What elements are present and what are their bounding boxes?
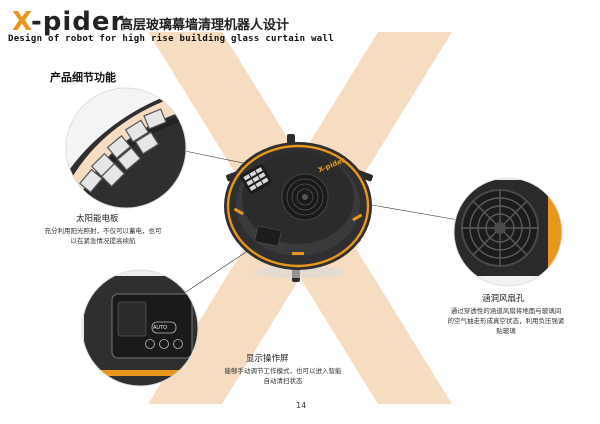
robot-fan — [281, 173, 329, 221]
robot-control-panel — [254, 225, 282, 247]
brand-logo: X-pider — [12, 7, 125, 37]
page-title: 高层玻璃幕墙清理机器人设计 — [120, 18, 290, 33]
solar-cells — [79, 108, 167, 194]
auto-button-label: AUTO — [153, 325, 168, 331]
screen-description: 能够手动调节工作模式，也可以进入智能 自动清扫状态 — [224, 367, 342, 385]
mode-button-icon — [159, 339, 169, 349]
robot-solar-panel — [240, 164, 272, 194]
fan-description: 通过穿透性的涵道风扇将地面与玻璃间 的空气抽走形成真空状态，利用负压强紧 贴玻璃 — [447, 307, 565, 335]
page-number: 14 — [296, 401, 307, 410]
solar-description: 充分利用阳光照射，不仅可以蓄电，也可 以在紧急情况提高续航 — [44, 227, 162, 245]
auto-button-frame — [151, 321, 177, 334]
solar-title: 太阳能电板 — [76, 214, 119, 224]
section-title: 产品细节功能 — [50, 71, 116, 84]
robot-accent-ring — [226, 144, 370, 268]
display-screen — [117, 301, 147, 337]
power-button-icon — [145, 339, 155, 349]
fan-title: 涵洞风扇孔 — [482, 294, 525, 304]
skip-button-icon — [173, 339, 183, 349]
screen-title: 显示操作屏 — [246, 354, 289, 364]
page-subtitle: Design of robot for high rise building g… — [8, 34, 334, 44]
